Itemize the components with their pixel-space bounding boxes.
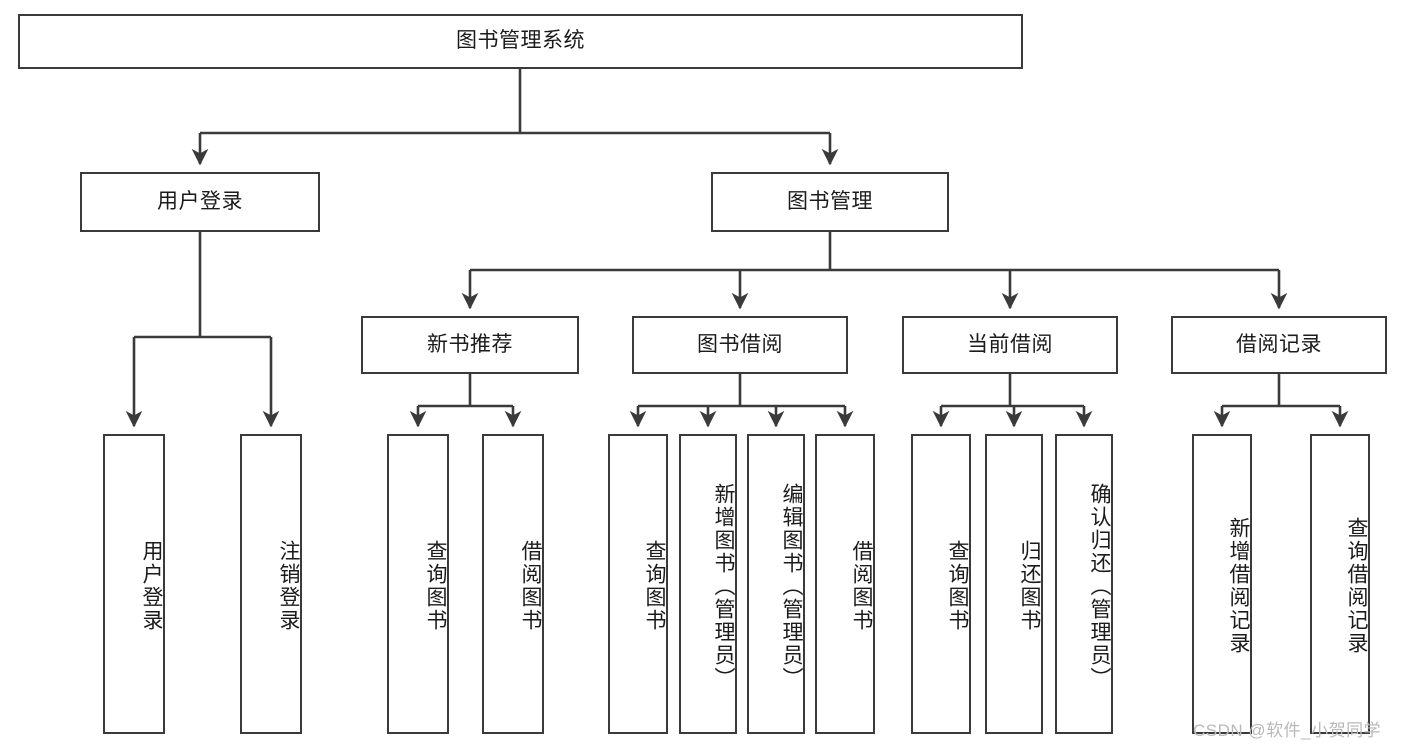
node-root-label: 图书管理系统	[456, 29, 585, 53]
node-leaf-query-book-1-label: 查询图书	[424, 540, 447, 632]
watermark: CSDN @软件_小贺同学	[1193, 721, 1382, 740]
node-leaf-add-book-label: 新增图书（管理员）	[712, 482, 735, 690]
node-leaf-query-book-3-label: 查询图书	[946, 540, 969, 632]
node-leaf-add-book[interactable]: 新增图书（管理员）	[679, 434, 737, 734]
node-current-borrow-label: 当前借阅	[967, 332, 1053, 356]
node-book-manage-label: 图书管理	[787, 189, 873, 213]
node-leaf-borrow-book-2-label: 借阅图书	[850, 540, 873, 632]
node-leaf-return-book[interactable]: 归还图书	[985, 434, 1043, 734]
node-new-book-recommend-label: 新书推荐	[427, 332, 513, 356]
node-leaf-add-record-label: 新增借阅记录	[1227, 517, 1250, 655]
node-new-book-recommend[interactable]: 新书推荐	[361, 316, 579, 374]
node-leaf-query-book-1[interactable]: 查询图书	[387, 434, 449, 734]
node-leaf-user-login-label: 用户登录	[140, 540, 163, 632]
node-leaf-edit-book[interactable]: 编辑图书（管理员）	[747, 434, 805, 734]
node-leaf-confirm-return[interactable]: 确认归还（管理员）	[1055, 434, 1113, 734]
node-leaf-return-book-label: 归还图书	[1018, 540, 1041, 632]
node-leaf-query-book-2-label: 查询图书	[643, 540, 666, 632]
node-book-borrow-label: 图书借阅	[697, 332, 783, 356]
node-leaf-query-book-3[interactable]: 查询图书	[911, 434, 971, 734]
node-borrow-record-label: 借阅记录	[1236, 332, 1322, 356]
node-user-login-label: 用户登录	[157, 189, 243, 213]
node-leaf-borrow-book-1-label: 借阅图书	[519, 540, 542, 632]
node-leaf-edit-book-label: 编辑图书（管理员）	[780, 482, 803, 690]
node-leaf-query-record[interactable]: 查询借阅记录	[1310, 434, 1370, 734]
node-user-login[interactable]: 用户登录	[80, 172, 320, 232]
node-leaf-user-logout-label: 注销登录	[277, 540, 300, 632]
node-borrow-record[interactable]: 借阅记录	[1171, 316, 1387, 374]
node-leaf-query-book-2[interactable]: 查询图书	[608, 434, 668, 734]
node-leaf-user-login[interactable]: 用户登录	[103, 434, 165, 734]
node-current-borrow[interactable]: 当前借阅	[902, 316, 1118, 374]
node-leaf-add-record[interactable]: 新增借阅记录	[1192, 434, 1252, 734]
node-leaf-borrow-book-1[interactable]: 借阅图书	[482, 434, 544, 734]
node-leaf-borrow-book-2[interactable]: 借阅图书	[815, 434, 875, 734]
node-book-manage[interactable]: 图书管理	[711, 172, 949, 232]
node-root[interactable]: 图书管理系统	[18, 14, 1023, 69]
node-leaf-query-record-label: 查询借阅记录	[1345, 517, 1368, 655]
node-leaf-confirm-return-label: 确认归还（管理员）	[1088, 482, 1111, 690]
node-leaf-user-logout[interactable]: 注销登录	[240, 434, 302, 734]
node-book-borrow[interactable]: 图书借阅	[632, 316, 848, 374]
